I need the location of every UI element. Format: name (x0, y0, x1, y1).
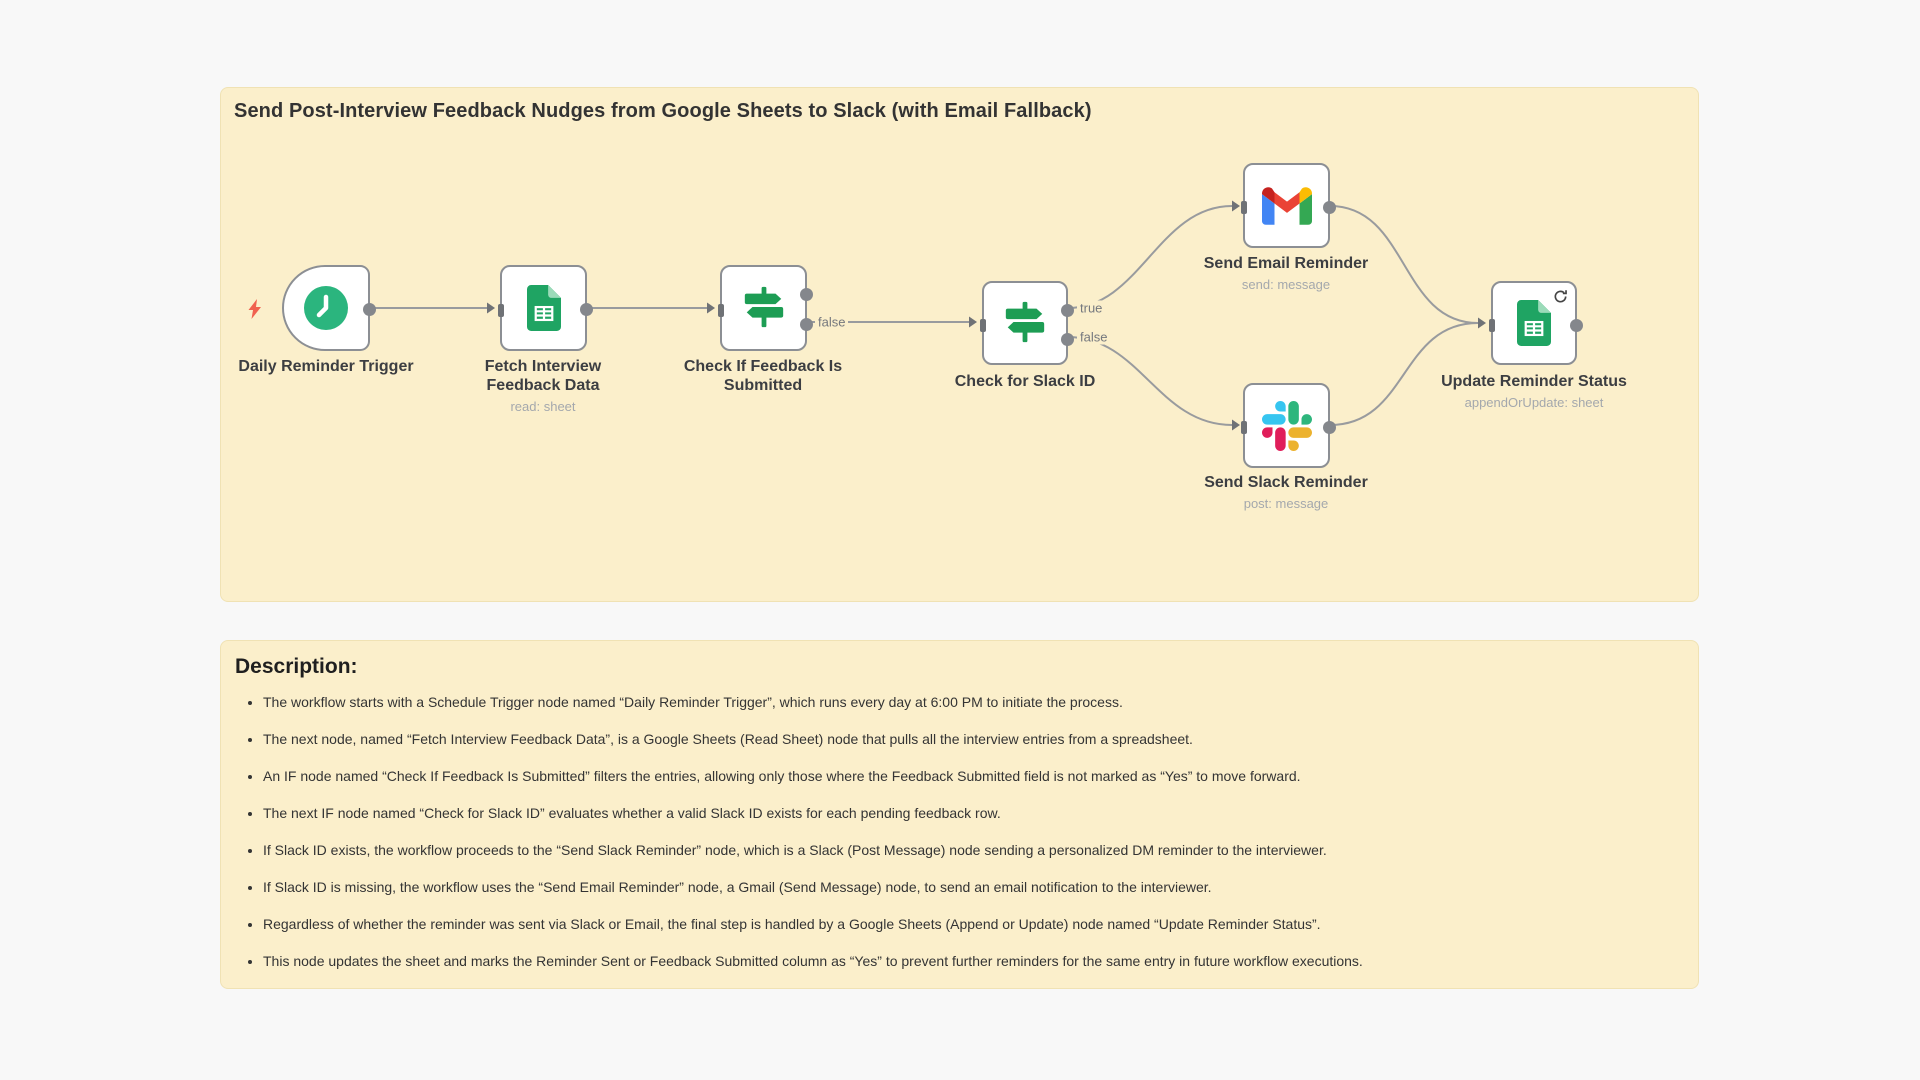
node-label-check-for-slack-id: Check for Slack ID (954, 373, 1096, 390)
execute-bolt-icon[interactable] (248, 299, 263, 319)
slack-icon (1261, 400, 1312, 451)
node-label-send-slack-reminder: Send Slack Reminder post: message (1204, 474, 1368, 511)
input-port[interactable] (1241, 201, 1247, 214)
node-label-update-reminder-status: Update Reminder Status appendOrUpdate: s… (1441, 373, 1627, 410)
node-label-check-if-feedback-is-submitted: Check If Feedback Is Submitted (683, 358, 843, 394)
node-label-fetch-interview-feedback-data: Fetch Interview Feedback Data read: shee… (484, 358, 602, 414)
append-or-update-loop-icon (1554, 290, 1567, 303)
output-port-false[interactable] (1061, 332, 1074, 346)
node-update-reminder-status[interactable] (1489, 281, 1583, 365)
output-port[interactable] (1323, 421, 1336, 434)
input-port[interactable] (718, 303, 724, 317)
output-port[interactable] (1570, 318, 1583, 332)
node-send-slack-reminder[interactable] (1241, 383, 1336, 468)
description-bullet: The next IF node named “Check for Slack … (263, 806, 1698, 821)
output-port[interactable] (363, 303, 376, 316)
node-label-send-email-reminder: Send Email Reminder send: message (1203, 255, 1369, 292)
node-send-email-reminder[interactable] (1241, 163, 1336, 248)
clock-icon (304, 286, 348, 330)
google-sheets-icon (1517, 300, 1551, 346)
output-port-true[interactable] (800, 287, 813, 301)
node-check-if-feedback-is-submitted[interactable] (718, 265, 813, 351)
description-bullet: This node updates the sheet and marks th… (263, 954, 1698, 969)
google-sheets-icon (526, 285, 561, 331)
description-bullet: Regardless of whether the reminder was s… (263, 917, 1698, 932)
output-port[interactable] (580, 303, 593, 316)
output-port[interactable] (1323, 201, 1336, 214)
input-port[interactable] (498, 303, 504, 317)
description-list: The workflow starts with a Schedule Trig… (221, 695, 1698, 969)
output-port-false[interactable] (800, 317, 813, 331)
input-port[interactable] (980, 318, 986, 332)
output-port-true[interactable] (1061, 303, 1074, 317)
edge-label-false: false (1077, 329, 1111, 345)
description-bullet: The workflow starts with a Schedule Trig… (263, 695, 1698, 710)
description-panel: Description: The workflow starts with a … (220, 640, 1699, 989)
description-bullet: An IF node named “Check If Feedback Is S… (263, 769, 1698, 784)
description-bullet: The next node, named “Fetch Interview Fe… (263, 732, 1698, 747)
edge-label-true: true (1077, 300, 1106, 316)
node-daily-reminder-trigger[interactable] (282, 265, 376, 351)
input-port[interactable] (1489, 318, 1495, 332)
description-bullet: If Slack ID exists, the workflow proceed… (263, 843, 1698, 858)
node-label-daily-reminder-trigger: Daily Reminder Trigger (238, 358, 414, 375)
node-fetch-interview-feedback-data[interactable] (498, 265, 593, 351)
input-port[interactable] (1241, 421, 1247, 434)
edge-label-false: false (815, 314, 849, 330)
description-heading: Description: (235, 655, 358, 678)
gmail-icon (1261, 186, 1312, 225)
workflow-title: Send Post-Interview Feedback Nudges from… (234, 100, 1092, 122)
description-bullet: If Slack ID is missing, the workflow use… (263, 880, 1698, 895)
workflow-panel (220, 87, 1699, 602)
if-signpost-icon (744, 286, 783, 328)
if-signpost-icon (1005, 301, 1045, 343)
node-check-for-slack-id[interactable] (980, 281, 1074, 365)
